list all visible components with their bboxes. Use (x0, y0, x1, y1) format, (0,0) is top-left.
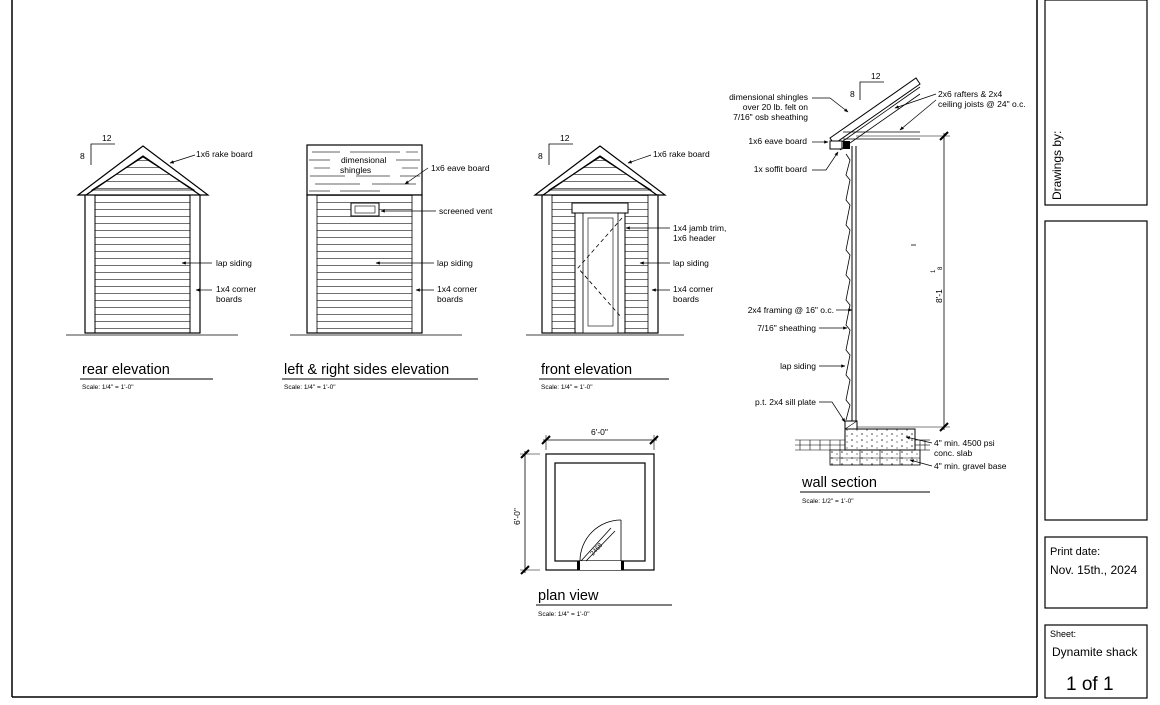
label-gravel-base: 4" min. gravel base (934, 461, 1007, 471)
pitch-run-label: 12 (102, 133, 112, 143)
label-jamb-trim: 1x4 jamb trim, (673, 223, 726, 233)
label-sill-plate: p.t. 2x4 sill plate (755, 397, 816, 407)
wall-height-fraction-numerator: 1 (931, 269, 937, 273)
label-lap-siding: lap siding (437, 258, 473, 268)
label-corner-boards-2: boards (216, 294, 242, 304)
label-framing: 2x4 framing @ 16" o.c. (748, 305, 834, 315)
label-screened-vent: screened vent (439, 206, 493, 216)
sheet-number: 1 of 1 (1066, 674, 1114, 695)
print-date-label: Print date: (1050, 546, 1100, 558)
pitch-rise-label: 8 (538, 151, 543, 161)
label-sheathing: 7/16" sheathing (757, 323, 816, 333)
sides-elevation-scale: Scale: 1/4" = 1'-0" (284, 384, 336, 391)
label-rake-board: 1x6 rake board (653, 149, 710, 159)
label-lap-siding: lap siding (216, 258, 252, 268)
label-rafters: 2x6 rafters & 2x4 (938, 89, 1003, 99)
sides-elevation-title: left & right sides elevation (284, 362, 449, 378)
pitch-run-label: 12 (871, 71, 881, 81)
print-date-value: Nov. 15th., 2024 (1050, 563, 1137, 577)
rear-elevation-scale: Scale: 1/4" = 1'-0" (82, 384, 134, 391)
label-eave-board: 1x6 eave board (748, 136, 807, 146)
label-lap-siding: lap siding (673, 258, 709, 268)
wall-height-fraction-denominator: 8 (938, 266, 944, 270)
label-corner-boards: 1x4 corner (216, 284, 256, 294)
label-corner-boards: 1x4 corner (673, 284, 713, 294)
label-ceiling-joists: ceiling joists @ 24" o.c. (938, 99, 1026, 109)
front-elevation-scale: Scale: 1/4" = 1'-0" (541, 384, 593, 391)
label-dimensional: dimensional (341, 155, 386, 165)
plan-view-scale: Scale: 1/4" = 1'-0" (538, 611, 590, 618)
label-corner-boards-2: boards (437, 294, 463, 304)
label-conc-slab: 4" min. 4500 psi (934, 438, 995, 448)
plan-depth-dim: 6'-0" (512, 508, 522, 525)
plan-view-title: plan view (538, 588, 599, 604)
title-block: Drawings by: Print date: Nov. 15th., 202… (1044, 0, 1148, 699)
label-shingles: shingles (340, 165, 371, 175)
wall-section-scale: Scale: 1/2" = 1'-0" (802, 498, 854, 505)
wall-section-title: wall section (801, 475, 877, 491)
label-lap-siding: lap siding (780, 361, 816, 371)
label-felt: over 20 lb. felt on (743, 102, 808, 112)
pitch-run-label: 12 (560, 133, 570, 143)
drawings-by-label: Drawings by: (1050, 131, 1064, 200)
rear-elevation-title: rear elevation (82, 362, 170, 378)
label-conc-slab-2: conc. slab (934, 448, 973, 458)
label-header: 1x6 header (673, 233, 716, 243)
pitch-rise-label: 8 (80, 151, 85, 161)
label-soffit-board: 1x soffit board (754, 164, 808, 174)
label-corner-boards: 1x4 corner (437, 284, 477, 294)
front-elevation: 12 8 1x6 rake board 1x4 jamb trim, 1x6 h… (526, 133, 726, 391)
wall-section: 12 8 8'-1 1 8 (729, 71, 1026, 505)
wall-height-dim: 8'-1 (934, 289, 944, 303)
sheet-name: Dynamite shack (1052, 645, 1138, 659)
rear-elevation: 12 8 1x6 rake board lap siding 1x4 corne… (66, 133, 256, 391)
label-osb-sheathing: 7/16" osb sheathing (733, 112, 808, 122)
pitch-rise-label: 8 (850, 89, 855, 99)
front-elevation-title: front elevation (541, 362, 632, 378)
sides-elevation: dimensional shingles 1x6 eave board scre… (282, 144, 493, 391)
sheet-border (11, 0, 1038, 698)
label-corner-boards-2: boards (673, 294, 699, 304)
sheet-label: Sheet: (1050, 629, 1076, 639)
plan-view: 6'-0" 6'-0" 2468 plan view Scale: 1/4" =… (512, 427, 672, 618)
label-eave-board: 1x6 eave board (431, 163, 490, 173)
plan-width-dim: 6'-0" (591, 427, 608, 437)
label-dimensional-shingles: dimensional shingles (729, 92, 808, 102)
label-rake-board: 1x6 rake board (196, 149, 253, 159)
